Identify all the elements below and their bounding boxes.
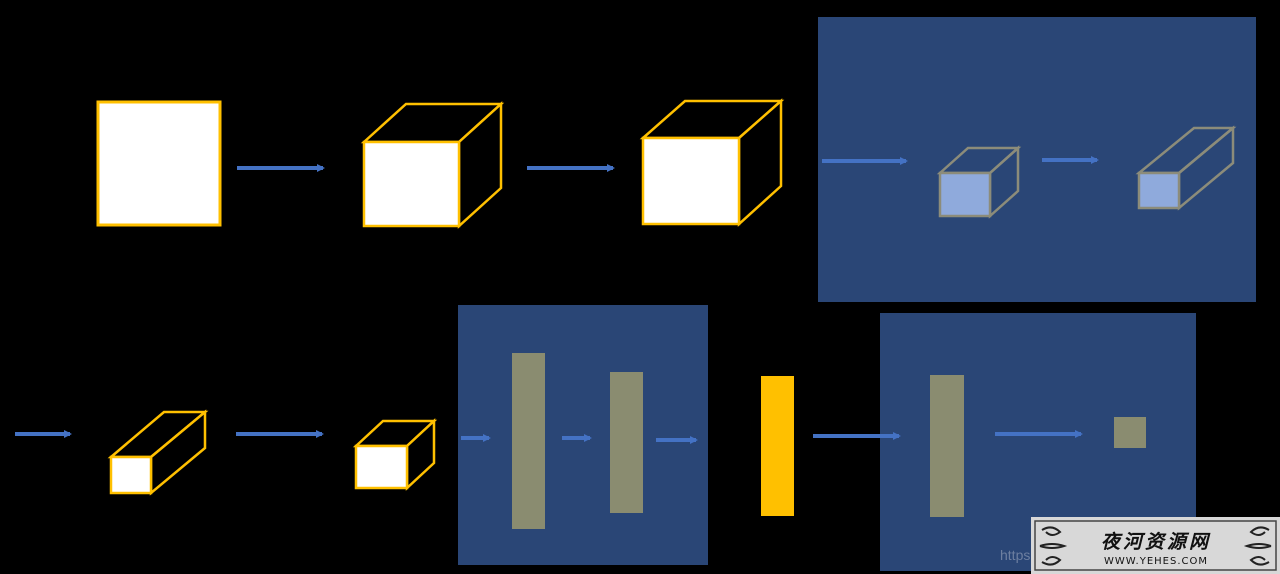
input-square bbox=[96, 100, 222, 227]
watermark-url: WWW.YEHES.COM bbox=[1104, 556, 1208, 567]
prism-4 bbox=[352, 418, 438, 491]
watermark-brand: 夜河资源网 bbox=[1101, 531, 1211, 553]
output-square bbox=[1114, 417, 1146, 448]
fc-bar-2 bbox=[610, 372, 643, 513]
fc-bar-1 bbox=[512, 353, 545, 529]
watermark-badge: 夜河资源网 WWW.YEHES.COM bbox=[1031, 517, 1280, 574]
blue-prism-2 bbox=[1135, 125, 1237, 211]
gold-bar bbox=[761, 376, 794, 516]
bottom-middle-panel bbox=[458, 305, 708, 565]
cube-1 bbox=[360, 101, 505, 229]
blue-cube-1 bbox=[936, 145, 1022, 219]
prism-3 bbox=[107, 409, 209, 496]
ornament-left-icon bbox=[1039, 526, 1068, 566]
fc-bar-3 bbox=[930, 375, 964, 517]
ornament-right-icon bbox=[1243, 526, 1272, 566]
cube-2 bbox=[639, 98, 785, 227]
